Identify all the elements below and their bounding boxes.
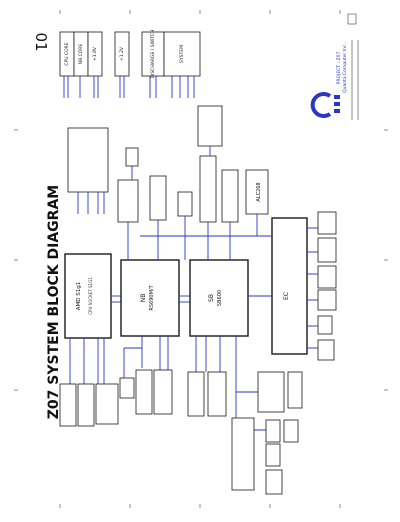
title-block-company: Quanta Computer Inc. xyxy=(342,43,348,93)
power-block-system xyxy=(163,31,201,77)
ec-block: EC xyxy=(271,217,308,355)
power-block-label: +1.8V xyxy=(92,46,98,61)
power-blocks: CPU CORE NB CORE +1.8V +1.2V DISCHARGE /… xyxy=(59,30,201,98)
power-block-label: SYSTEM xyxy=(179,45,185,63)
nb-block: NB RS690M/T xyxy=(120,259,180,337)
cpu-block: AMD S1g1 CPU SOCKET S1G1 xyxy=(64,253,112,339)
power-block-1v8 xyxy=(87,31,103,77)
power-block-1v2 xyxy=(114,31,130,77)
power-block-label: +1.2V xyxy=(119,46,125,61)
power-block-label: NB CORE xyxy=(78,44,84,65)
page-number: 01 xyxy=(32,32,50,51)
cpu-label: AMD S1g1 xyxy=(76,282,82,310)
ec-peripherals xyxy=(307,211,337,361)
frame-ticks xyxy=(14,10,388,508)
upper-devices xyxy=(117,105,272,260)
diagram-title: Z07 SYSTEM BLOCK DIAGRAM xyxy=(46,185,62,419)
cpu-lower-links xyxy=(69,338,105,384)
sb-name: SB xyxy=(208,294,215,302)
nb-lower-links xyxy=(119,336,173,415)
ec-label: EC xyxy=(283,292,290,300)
nb-name: NB xyxy=(140,294,147,303)
sb-part: SB600 xyxy=(217,290,223,306)
quanta-logo-icon xyxy=(310,92,340,118)
power-block-label: CPU CORE xyxy=(64,42,70,65)
sb-block: SB SB600 xyxy=(189,259,249,337)
audio-codec-label: ALC268 xyxy=(256,182,262,201)
title-block: PROJECT : Z07 Quanta Computer Inc. xyxy=(310,13,359,120)
cpu-sub-label: CPU SOCKET S1G1 xyxy=(88,277,93,315)
nb-part: RS690M/T xyxy=(149,284,155,310)
clock-generator xyxy=(67,127,109,214)
title-block-project: PROJECT : Z07 xyxy=(336,52,342,85)
lower-left-devices xyxy=(59,383,119,427)
sb-lower-links xyxy=(187,336,303,495)
audio-codec-block: ALC268 xyxy=(245,169,269,215)
power-block-label: DISCHARGE / SWITCH xyxy=(150,30,156,79)
